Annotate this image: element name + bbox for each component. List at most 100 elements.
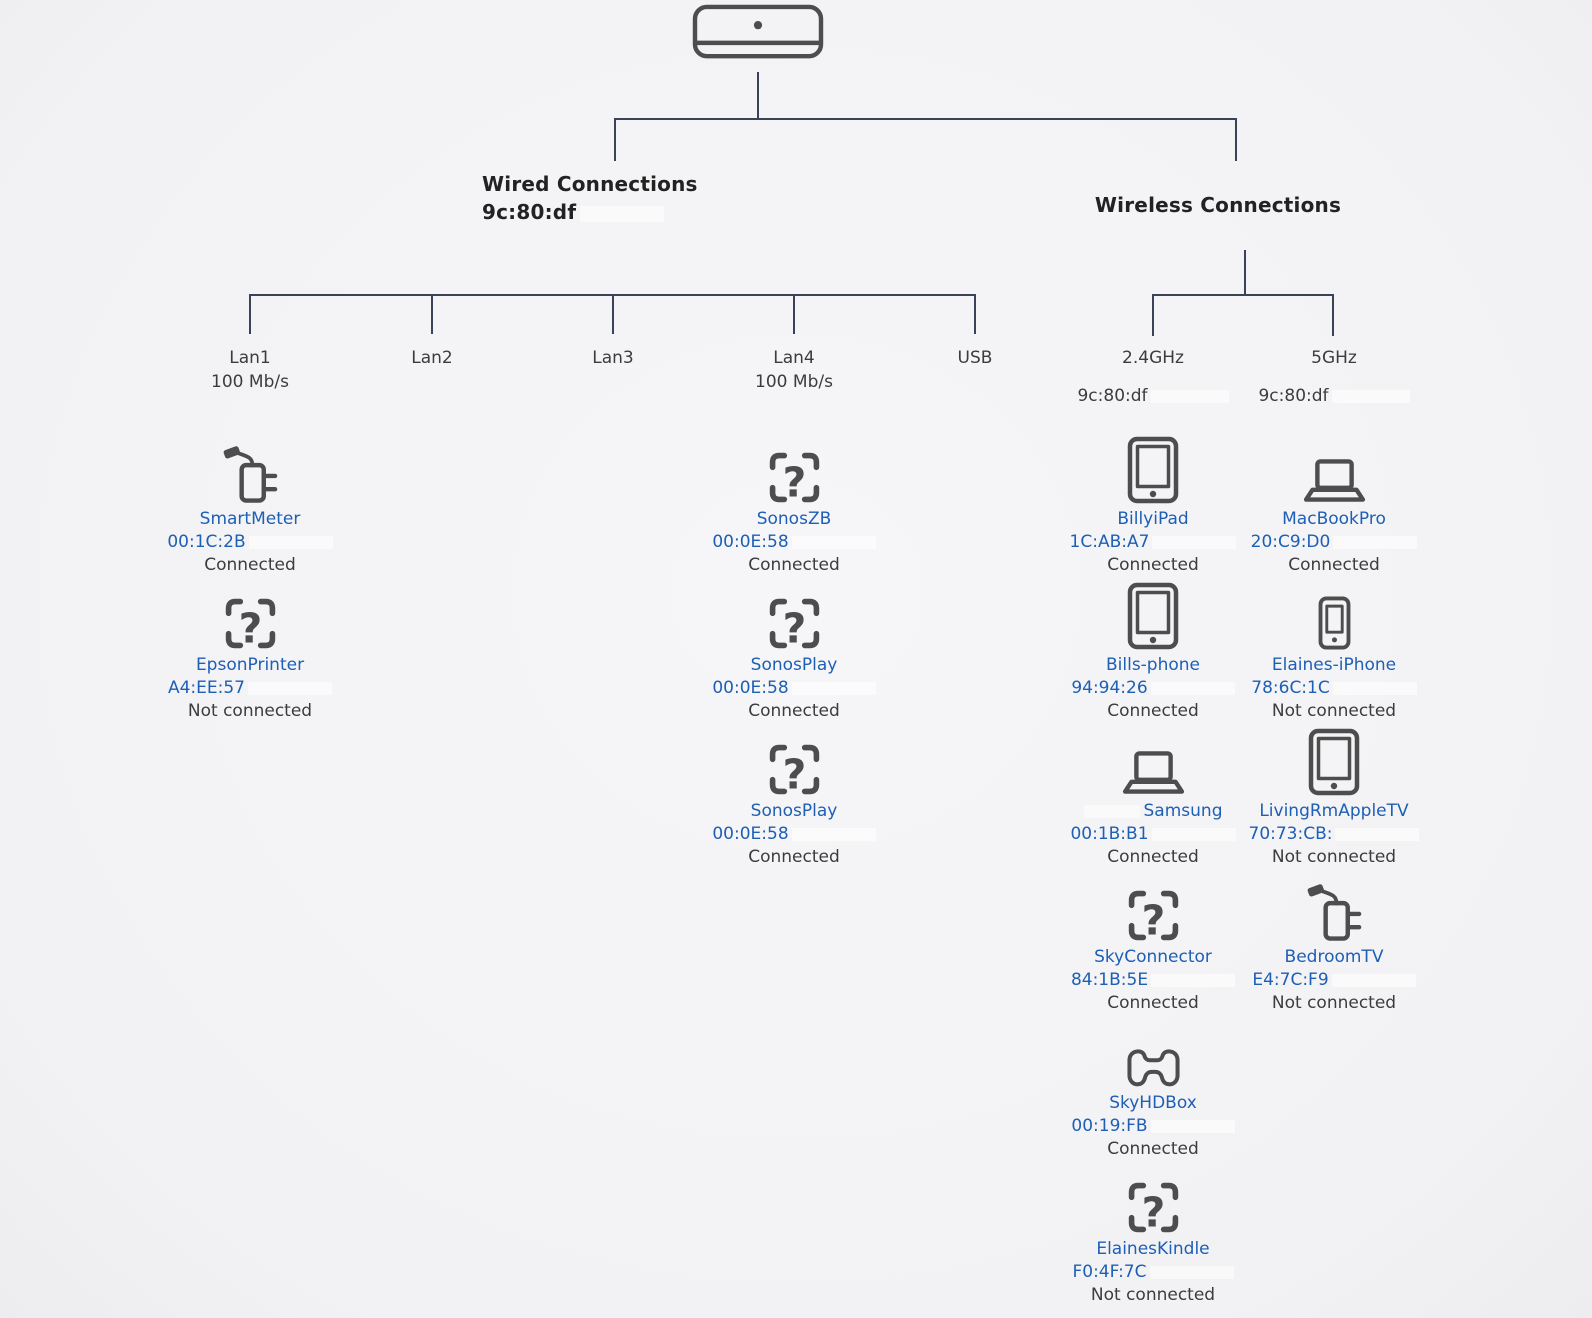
tree-connector-line bbox=[614, 118, 1237, 120]
redaction-box bbox=[1149, 1265, 1234, 1279]
redaction-box bbox=[1152, 535, 1237, 549]
redaction-box bbox=[1150, 389, 1229, 403]
redaction-box bbox=[1332, 681, 1417, 695]
device-name-link[interactable]: MacBookPro bbox=[1282, 509, 1386, 529]
device-mac-link[interactable]: 00:1B:B1 bbox=[1070, 823, 1236, 846]
device-node[interactable]: BedroomTV E4:7C:F9 Not connected bbox=[1244, 870, 1424, 1016]
port-column-lan4: Lan4 100 Mb/s ? SonosZB 00:0E:58 Connecte… bbox=[704, 346, 884, 870]
device-status: Not connected bbox=[1271, 701, 1397, 721]
device-mac-link[interactable]: 1C:AB:A7 bbox=[1070, 531, 1237, 554]
tablet-icon bbox=[1127, 578, 1179, 654]
wired-title: Wired Connections bbox=[482, 172, 698, 196]
port-speed: 100 Mb/s bbox=[755, 372, 833, 392]
device-status: Connected bbox=[748, 847, 840, 867]
laptop-icon bbox=[1122, 724, 1185, 800]
device-name-link[interactable]: Samsung bbox=[1083, 800, 1222, 823]
unknown-device-icon: ? bbox=[1127, 1162, 1180, 1238]
device-node[interactable]: SmartMeter 00:1C:2B Connected bbox=[160, 432, 340, 578]
device-status: Connected bbox=[1288, 555, 1380, 575]
device-name-link[interactable]: SonosPlay bbox=[750, 655, 838, 675]
tablet-icon bbox=[1127, 432, 1179, 508]
device-name-link[interactable]: EpsonPrinter bbox=[195, 655, 305, 675]
tree-connector-line bbox=[757, 72, 759, 118]
device-mac-link[interactable]: 00:1C:2B bbox=[167, 531, 333, 554]
device-name-link[interactable]: SkyConnector bbox=[1094, 947, 1212, 967]
device-mac-link[interactable]: 94:94:26 bbox=[1071, 677, 1235, 700]
device-mac-link[interactable]: 70:73:CB: bbox=[1249, 823, 1420, 846]
port-name: Lan4 bbox=[773, 348, 815, 368]
port-column-lan2: Lan2 bbox=[342, 346, 522, 432]
device-name-link[interactable]: LivingRmAppleTV bbox=[1259, 801, 1409, 821]
device-node[interactable]: MacBookPro 20:C9:D0 Connected bbox=[1244, 432, 1424, 578]
device-name-link[interactable]: Elaines-iPhone bbox=[1271, 655, 1397, 675]
tree-connector-line bbox=[1244, 250, 1246, 295]
device-mac-link[interactable]: 84:1B:5E bbox=[1071, 969, 1236, 992]
redaction-box bbox=[791, 827, 876, 841]
wired-connections-heading: Wired Connections 9c:80:df bbox=[482, 170, 698, 226]
device-mac-link[interactable]: 00:19:FB bbox=[1071, 1115, 1235, 1138]
device-node[interactable]: ? SonosPlay 00:0E:58 Connected bbox=[704, 724, 884, 870]
device-node[interactable]: Samsung 00:1B:B1 Connected bbox=[1063, 724, 1243, 870]
device-status: Connected bbox=[1107, 993, 1199, 1013]
device-node[interactable]: Elaines-iPhone 78:6C:1C Not connected bbox=[1244, 578, 1424, 724]
device-mac-link[interactable]: 00:0E:58 bbox=[712, 677, 876, 700]
device-name-link[interactable]: Bills-phone bbox=[1105, 655, 1201, 675]
redaction-box bbox=[1083, 804, 1140, 818]
tree-connector-line bbox=[1235, 118, 1237, 161]
device-mac-link[interactable]: 20:C9:D0 bbox=[1251, 531, 1418, 554]
device-mac-link[interactable]: F0:4F:7C bbox=[1072, 1261, 1234, 1284]
device-name-link[interactable]: BillyiPad bbox=[1117, 509, 1189, 529]
port-name: Lan3 bbox=[592, 348, 634, 368]
device-node[interactable]: LivingRmAppleTV 70:73:CB: Not connected bbox=[1244, 724, 1424, 870]
unknown-device-icon: ? bbox=[768, 578, 821, 654]
tree-connector-line bbox=[1152, 294, 1334, 296]
device-node[interactable]: Bills-phone 94:94:26 Connected bbox=[1063, 578, 1243, 724]
wireless-connections-heading: Wireless Connections bbox=[1068, 191, 1368, 219]
unknown-device-icon: ? bbox=[224, 578, 277, 654]
tree-connector-line bbox=[974, 294, 976, 334]
device-mac-link[interactable]: 00:0E:58 bbox=[712, 531, 876, 554]
port-label: Lan2 bbox=[342, 346, 522, 432]
redaction-box bbox=[1151, 973, 1236, 987]
svg-text:?: ? bbox=[1141, 896, 1165, 942]
device-node[interactable]: ? SonosZB 00:0E:58 Connected bbox=[704, 432, 884, 578]
device-mac-link[interactable]: E4:7C:F9 bbox=[1252, 969, 1416, 992]
device-node[interactable]: BillyiPad 1C:AB:A7 Connected bbox=[1063, 432, 1243, 578]
wired-mac: 9c:80:df bbox=[482, 198, 698, 226]
band-name: 2.4GHz bbox=[1122, 348, 1184, 368]
unknown-device-icon: ? bbox=[768, 724, 821, 800]
redaction-box bbox=[1333, 535, 1418, 549]
device-name-link[interactable]: SkyHDBox bbox=[1109, 1093, 1197, 1113]
router-icon[interactable] bbox=[692, 4, 824, 67]
device-node[interactable]: SkyHDBox 00:19:FB Connected bbox=[1063, 1016, 1243, 1162]
device-mac-link[interactable]: A4:EE:57 bbox=[168, 677, 332, 700]
settop-box-icon bbox=[1125, 1016, 1182, 1092]
device-status: Connected bbox=[748, 555, 840, 575]
unknown-device-icon: ? bbox=[1127, 870, 1180, 946]
device-node[interactable]: ? EpsonPrinter A4:EE:57 Not connected bbox=[160, 578, 340, 724]
redaction-box bbox=[248, 535, 333, 549]
power-adapter-icon bbox=[222, 432, 279, 508]
device-node[interactable]: ? ElainesKindle F0:4F:7C Not connected bbox=[1063, 1162, 1243, 1308]
tree-connector-line bbox=[1332, 294, 1334, 336]
device-name-link[interactable]: ElainesKindle bbox=[1096, 1239, 1210, 1259]
device-status: Not connected bbox=[187, 701, 313, 721]
port-label: Lan3 bbox=[523, 346, 703, 432]
device-node[interactable]: ? SonosPlay 00:0E:58 Connected bbox=[704, 578, 884, 724]
device-mac-link[interactable]: 78:6C:1C bbox=[1251, 677, 1417, 700]
device-name-link[interactable]: BedroomTV bbox=[1284, 947, 1384, 967]
device-name-link[interactable]: SonosZB bbox=[756, 509, 832, 529]
svg-text:?: ? bbox=[1141, 1188, 1165, 1234]
device-status: Connected bbox=[1107, 847, 1199, 867]
device-node[interactable]: ? SkyConnector 84:1B:5E Connected bbox=[1063, 870, 1243, 1016]
device-status: Connected bbox=[204, 555, 296, 575]
device-name-link[interactable]: SmartMeter bbox=[199, 509, 301, 529]
band-name: 5GHz bbox=[1311, 348, 1357, 368]
device-name-link[interactable]: SonosPlay bbox=[750, 801, 838, 821]
device-mac-link[interactable]: 00:0E:58 bbox=[712, 823, 876, 846]
